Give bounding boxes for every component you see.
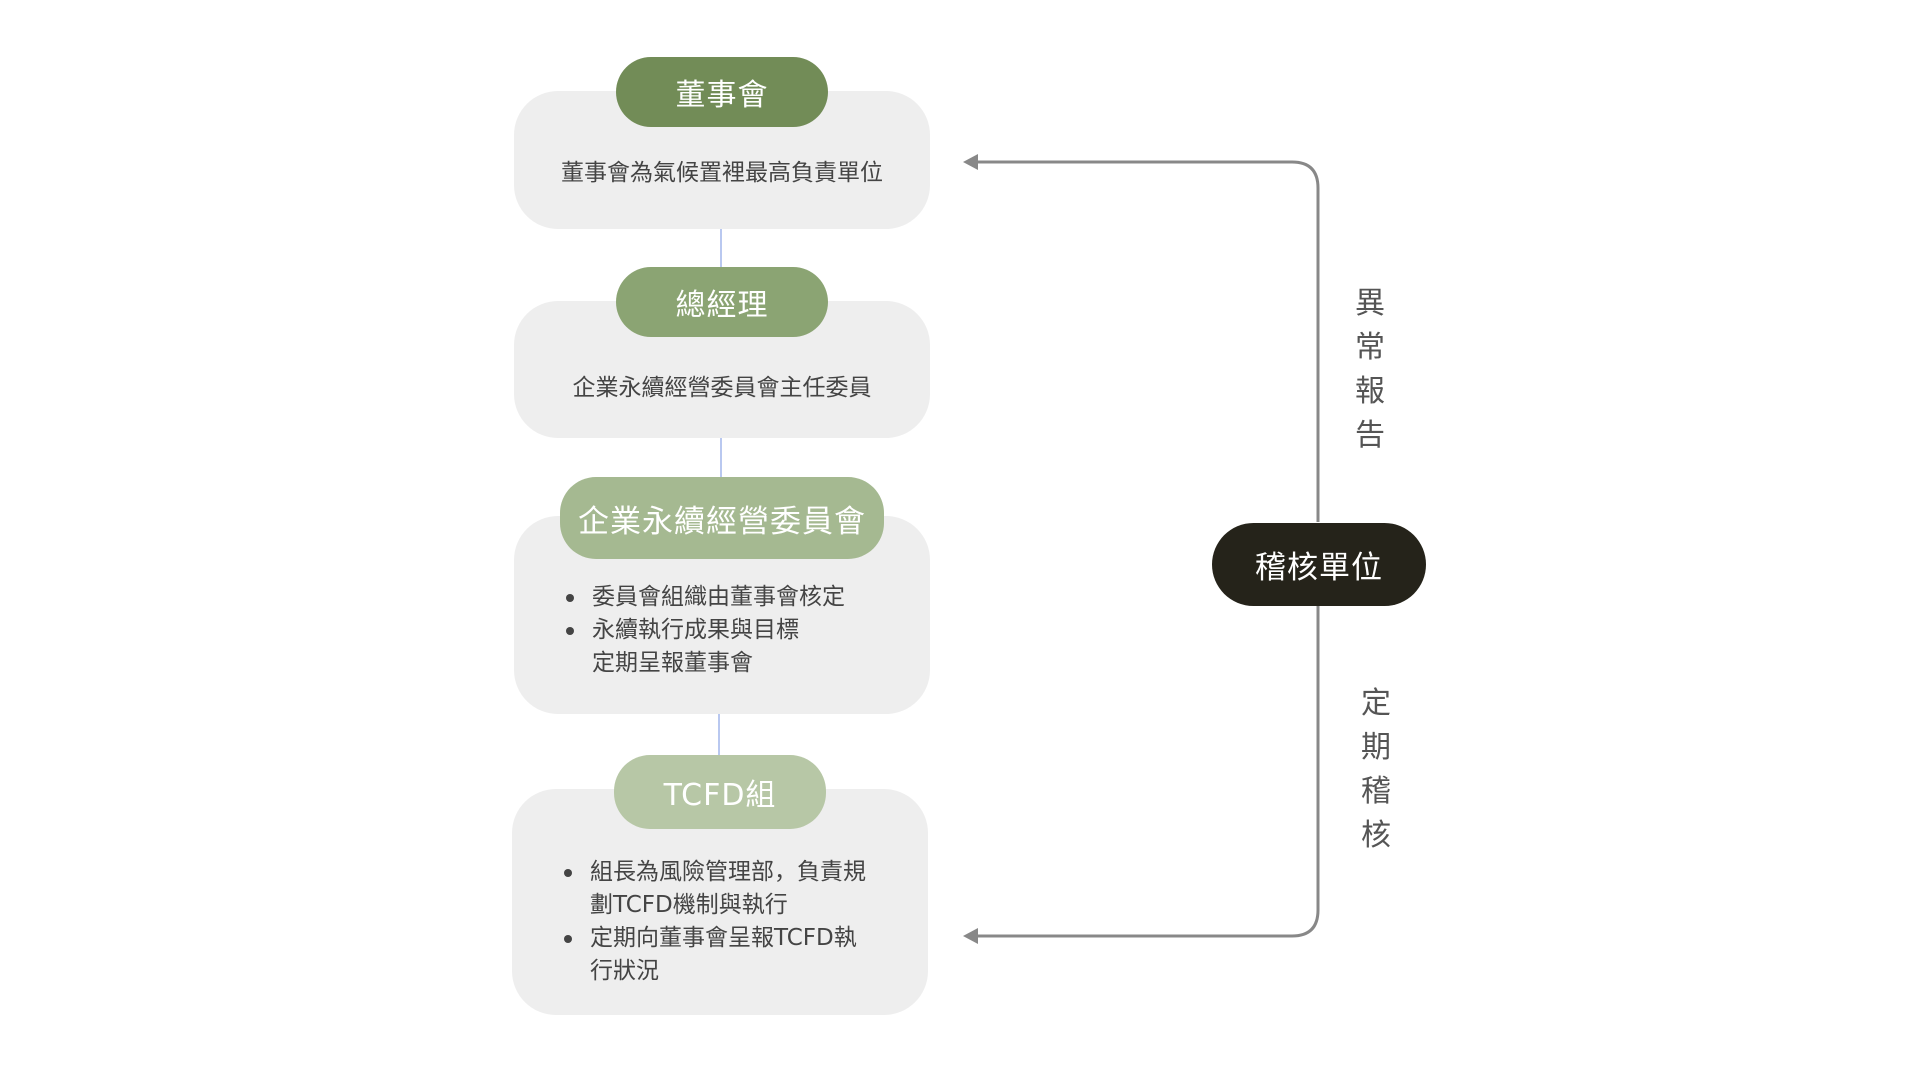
audit-node: 稽核單位 [1212, 523, 1426, 606]
committee-node: 企業永續經營委員會 [560, 477, 884, 559]
tcfd-bullet-item: 定期向董事會呈報TCFD執行狀況 [560, 922, 866, 988]
gm-node: 總經理 [616, 267, 828, 337]
gm-description: 企業永續經營委員會主任委員 [572, 375, 872, 401]
tcfd-node: TCFD組 [614, 755, 826, 829]
audit-report-arrow-line [976, 160, 1320, 522]
board-description: 董事會為氣候置裡最高負責單位 [561, 160, 883, 186]
committee-bullet-list: 委員會組織由董事會核定永續執行成果與目標定期呈報董事會 [562, 581, 845, 680]
audit-review-arrow-line [976, 606, 1320, 938]
tcfd-bullet-item: 組長為風險管理部，負責規劃TCFD機制與執行 [560, 856, 866, 922]
board-node: 董事會 [616, 57, 828, 127]
committee-bullet-item: 委員會組織由董事會核定 [562, 581, 845, 614]
periodic-audit-label: 定期稽核 [1361, 686, 1391, 853]
arrowhead-to-board-icon [963, 154, 978, 170]
committee-bullet-item: 永續執行成果與目標定期呈報董事會 [562, 614, 845, 680]
tcfd-bullet-list: 組長為風險管理部，負責規劃TCFD機制與執行定期向董事會呈報TCFD執行狀況 [560, 856, 866, 988]
anomaly-report-label: 異常報告 [1355, 286, 1385, 453]
arrowhead-to-tcfd-icon [963, 928, 978, 944]
